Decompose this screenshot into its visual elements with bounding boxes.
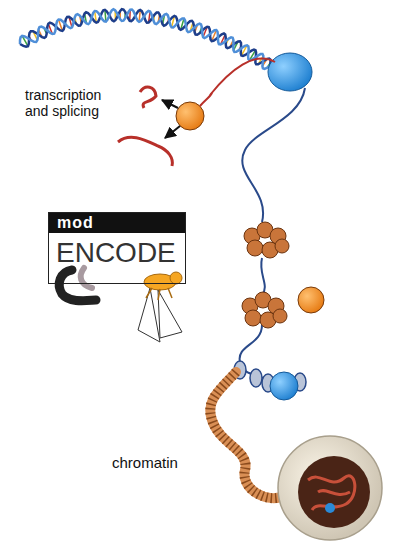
arrow [165, 126, 180, 138]
worm [81, 268, 92, 288]
chromatin-fiber-coils [210, 372, 285, 498]
dna-helix [20, 9, 271, 69]
binding-protein [298, 287, 324, 313]
rna-piece [118, 137, 172, 166]
polymerase [268, 53, 312, 91]
rna-strand [200, 93, 212, 106]
process-label: transcription and splicing [25, 87, 125, 119]
logo-box: modENCODE [48, 212, 186, 284]
nucleus-interior [298, 456, 370, 528]
chromatin-thread [261, 258, 265, 295]
arrow [162, 100, 178, 108]
rna-piece [140, 87, 156, 108]
nucleus [278, 436, 382, 540]
logo-title: ENCODE [49, 233, 185, 283]
chromatin-thread [242, 88, 305, 222]
nucleosome [242, 292, 287, 328]
nucleosome [244, 222, 289, 258]
rna-strand [210, 58, 275, 95]
logo-header: mod [49, 213, 185, 233]
chromatin-fiber [210, 372, 285, 498]
process-label: chromatin [112, 455, 232, 471]
dna-strand [20, 9, 270, 69]
binding-protein [270, 372, 298, 400]
fly [138, 272, 182, 342]
splicing-factor [176, 102, 204, 130]
nucleus-spot [325, 503, 335, 513]
